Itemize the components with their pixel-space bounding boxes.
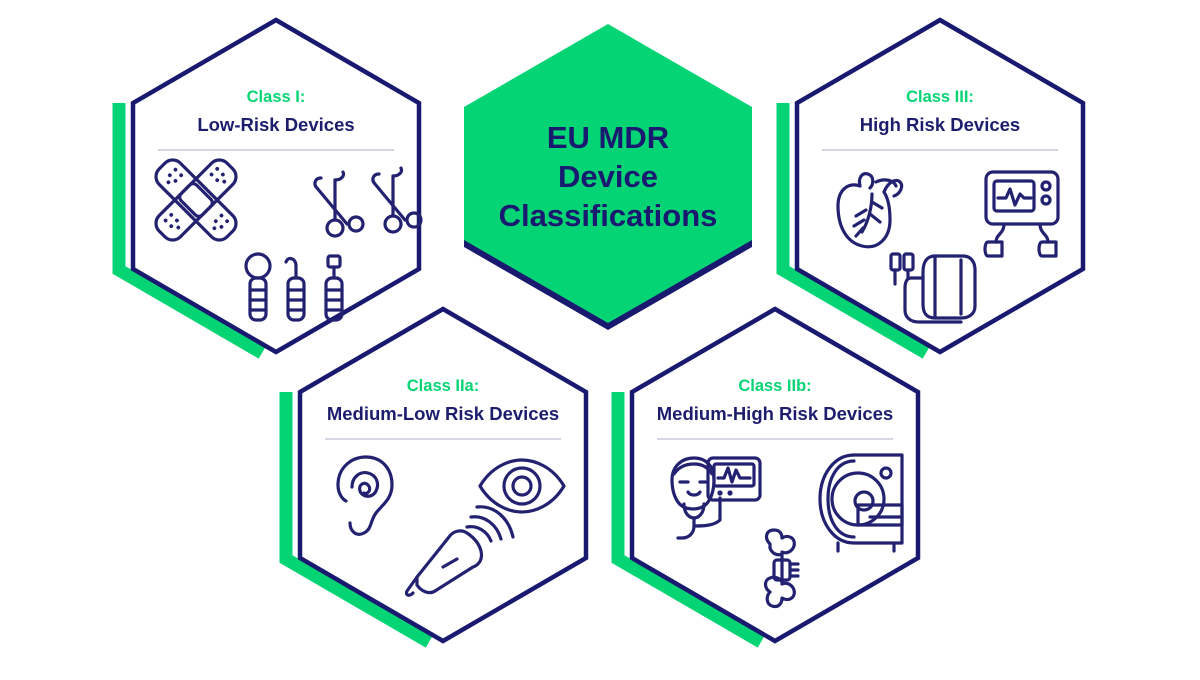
card-class-1[interactable]: Class I: Low-Risk Devices [112,17,423,359]
class-3-hexagon [794,17,1086,355]
center-title-line-2: Device [558,159,658,194]
ear-hearing-aid-icon [336,455,394,536]
center-hexagon-group: EU MDR Device Classifications [464,24,752,330]
adhesive-bandages-icon [154,158,238,242]
class-3-description: High Risk Devices [860,114,1020,135]
mri-scanner-icon [818,453,904,553]
anatomical-heart-icon [836,172,904,249]
class-1-description: Low-Risk Devices [197,114,354,135]
card-class-3[interactable]: Class III: High Risk Devices [776,17,1086,359]
blood-pressure-cuff-icon [889,252,977,324]
class-2b-hexagon [629,306,921,644]
class-2a-hexagon [297,306,589,644]
class-3-green-accent [776,103,930,359]
surgical-forceps-icon [313,166,423,238]
class-2b-label: Class IIb: [738,377,811,395]
class-1-hexagon [130,17,422,355]
card-class-2a[interactable]: Class IIa: Medium-Low Risk Devices [279,306,589,648]
card-class-2b[interactable]: Class IIb: Medium-High Risk Devices [611,306,921,648]
class-1-green-accent [112,103,266,359]
center-hexagon [464,24,752,323]
bone-implant-plate-icon [763,528,800,609]
class-2b-description: Medium-High Risk Devices [657,403,893,424]
ultrasound-probe-icon [404,505,515,597]
class-2b-green-accent [611,392,765,648]
class-3-label: Class III: [906,88,974,106]
center-title-line-1: EU MDR [547,120,669,155]
class-2a-green-accent [279,392,433,648]
ventilator-patient-monitor-icon [670,456,762,540]
center-title-line-3: Classifications [499,198,718,233]
defibrillator-monitor-icon [983,170,1060,258]
class-2a-label: Class IIa: [407,377,479,395]
class-1-label: Class I: [247,88,306,106]
dental-tools-icon [244,252,344,322]
eye-contact-lens-icon [478,458,566,514]
class-2a-description: Medium-Low Risk Devices [327,403,559,424]
